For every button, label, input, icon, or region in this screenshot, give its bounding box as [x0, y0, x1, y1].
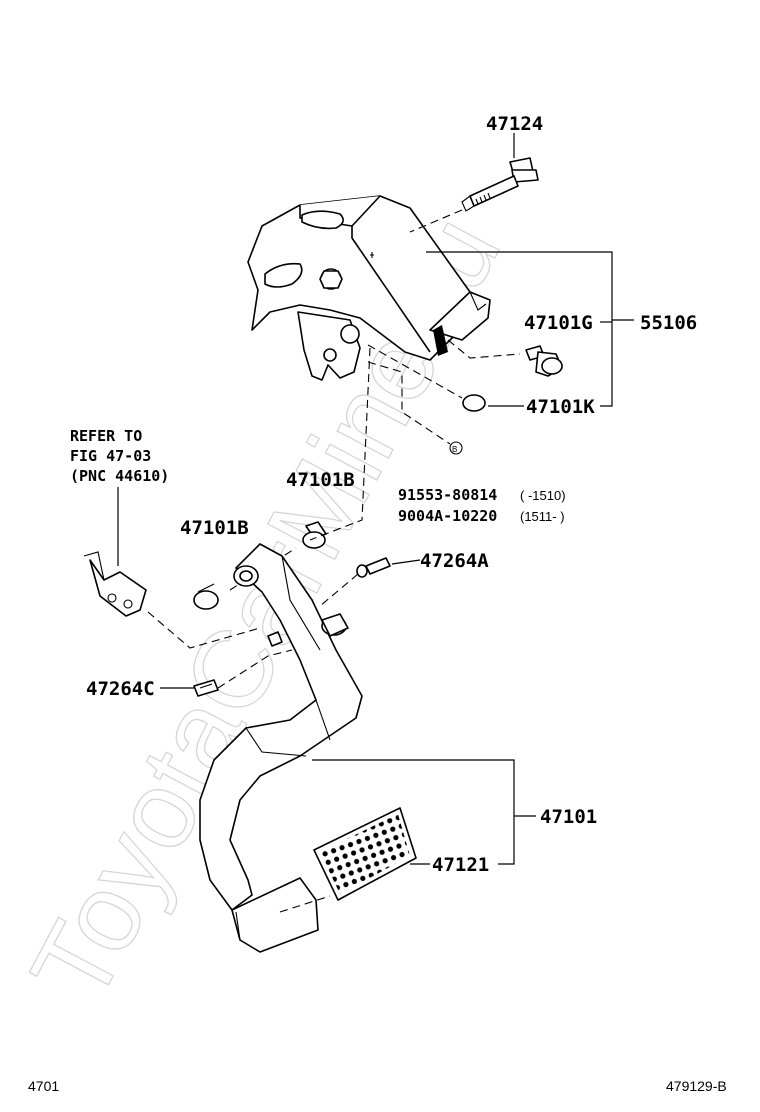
group-47101-bracket [312, 759, 536, 865]
reference-bracket [83, 551, 147, 617]
mark-b: B [449, 441, 463, 455]
clip-47264c-leader [217, 649, 293, 689]
label-47101g: 47101G [524, 312, 593, 334]
label-47101k: 47101K [526, 396, 595, 418]
label-47124: 47124 [486, 113, 543, 135]
pedal-pad-47121 [313, 807, 417, 901]
bolt-47101g-leader [447, 339, 521, 359]
pin-47264a-leader [319, 573, 359, 607]
reference-line-2: FIG 47-03 [70, 447, 151, 465]
bolt-47101g [525, 345, 563, 377]
reference-line-1: REFER TO [70, 427, 142, 445]
label-47264c: 47264C [86, 678, 155, 700]
page-code: 4701 [28, 1078, 59, 1094]
label-47101: 47101 [540, 806, 597, 828]
range-9004a: (1511- ) [520, 509, 565, 524]
pivot-axis-line [309, 347, 371, 541]
svg-text:B: B [452, 445, 457, 454]
reference-line-3: (PNC 44610) [70, 467, 169, 485]
clip-47264c [193, 679, 219, 697]
label-47101b-lower: 47101B [180, 517, 249, 539]
label-47101b-upper: 47101B [286, 469, 355, 491]
bolt-47124-leader [409, 209, 463, 233]
pad-leader [279, 895, 331, 913]
label-47264a: 47264A [420, 550, 489, 572]
cushion-47101k [462, 394, 486, 412]
range-91553: ( -1510) [520, 488, 566, 503]
pin-47264a [356, 557, 391, 578]
pedal-support-bracket [247, 195, 491, 381]
bushing-47101b-upper [302, 521, 327, 549]
figure-code: 479129-B [666, 1078, 727, 1094]
label-47121: 47121 [432, 854, 489, 876]
label-55106: 55106 [640, 312, 697, 334]
bushing-47101b-lower [193, 583, 219, 610]
cushion-47101k-leader [367, 344, 463, 399]
group-55106-bracket [426, 251, 634, 407]
label-9004a-10220: 9004A-10220 [398, 507, 497, 525]
bolt-47124 [461, 157, 539, 212]
brake-pedal-arm [199, 543, 363, 953]
label-91553-80814: 91553-80814 [398, 486, 497, 504]
mark-b-leader [367, 361, 451, 445]
